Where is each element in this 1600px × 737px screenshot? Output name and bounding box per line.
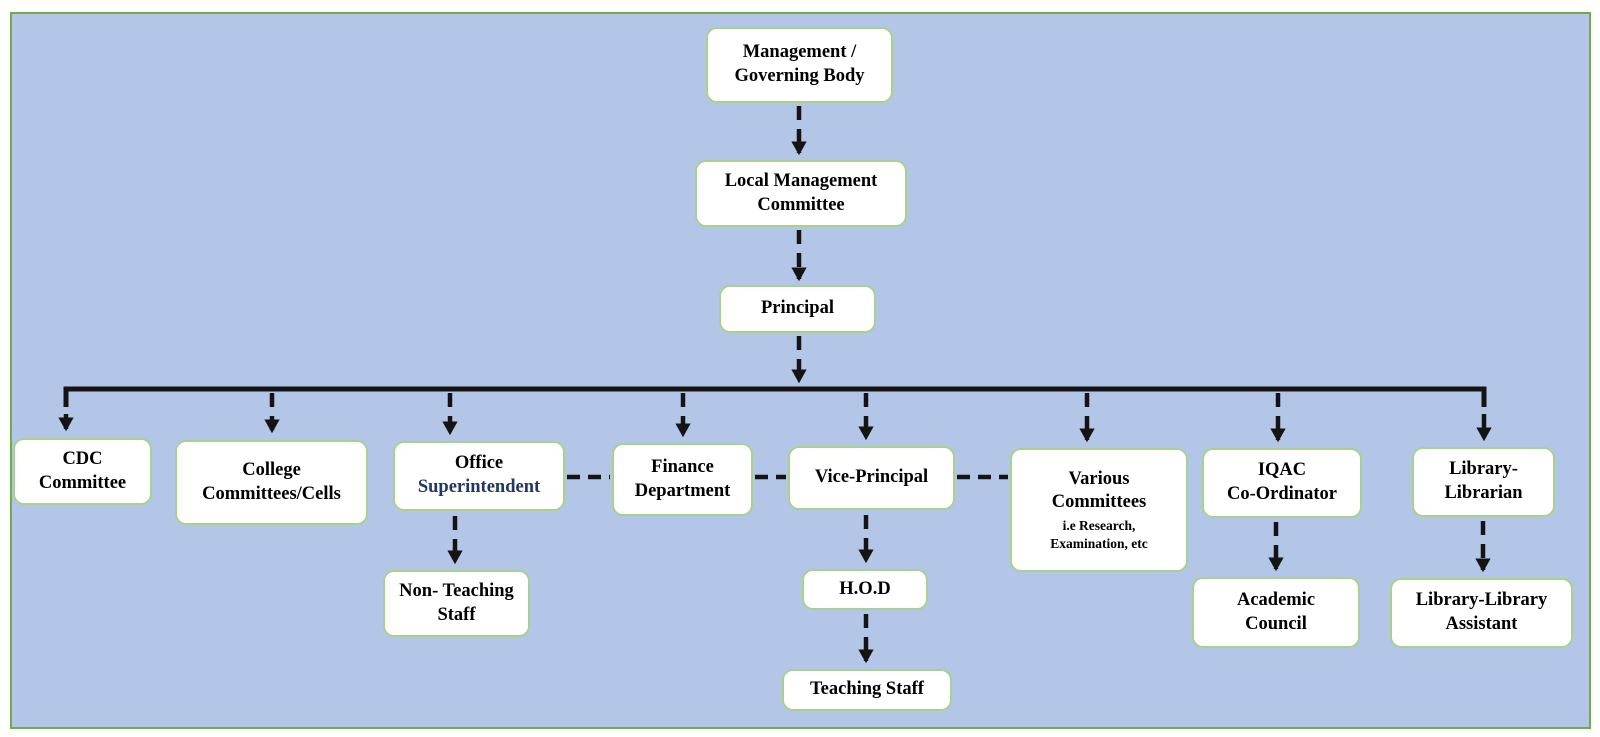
node-various-committees: Various Committees i.e Research, Examina… bbox=[1010, 448, 1188, 572]
node-label: H.O.D bbox=[839, 578, 891, 599]
node-library-assistant: Library-Library Assistant bbox=[1390, 578, 1573, 648]
node-hod: H.O.D bbox=[802, 569, 928, 610]
node-label: Library-Library Assistant bbox=[1415, 590, 1548, 634]
node-label: Non- Teaching Staff bbox=[399, 580, 514, 625]
node-college-committees: College Committees/Cells bbox=[175, 440, 368, 525]
node-sublabel: i.e Research, Examination, etc bbox=[1050, 518, 1148, 551]
node-label: Academic Council bbox=[1236, 589, 1316, 634]
node-label: Library- Librarian bbox=[1444, 459, 1523, 503]
node-label: Management / Governing Body bbox=[734, 42, 865, 86]
node-academic-council: Academic Council bbox=[1192, 577, 1360, 648]
node-label: Finance Department bbox=[634, 456, 731, 501]
node-label: Local Management Committee bbox=[724, 170, 878, 215]
node-teaching-staff: Teaching Staff bbox=[782, 669, 952, 711]
node-label: Various Committees bbox=[1051, 468, 1147, 513]
node-label-line2: Superintendent bbox=[417, 477, 541, 497]
node-librarian: Library- Librarian bbox=[1412, 447, 1555, 517]
node-label: Vice-Principal bbox=[814, 467, 929, 488]
node-label: CDC Committee bbox=[38, 448, 127, 493]
node-label: College Committees/Cells bbox=[202, 459, 341, 504]
node-office-superintendent: Office Superintendent bbox=[393, 441, 565, 511]
node-cdc-committee: CDC Committee bbox=[13, 438, 152, 505]
node-finance-department: Finance Department bbox=[612, 443, 753, 516]
node-non-teaching-staff: Non- Teaching Staff bbox=[383, 570, 530, 637]
node-principal: Principal bbox=[719, 285, 876, 333]
node-label-line1: Office bbox=[454, 453, 504, 474]
trunk-line bbox=[63, 386, 1487, 407]
node-management: Management / Governing Body bbox=[706, 27, 893, 103]
node-local-management-committee: Local Management Committee bbox=[695, 160, 907, 227]
node-label: Principal bbox=[761, 298, 834, 319]
node-label: Teaching Staff bbox=[810, 679, 924, 700]
node-iqac-coordinator: IQAC Co-Ordinator bbox=[1202, 448, 1362, 518]
node-vice-principal: Vice-Principal bbox=[788, 446, 955, 510]
node-label: IQAC Co-Ordinator bbox=[1227, 460, 1337, 504]
